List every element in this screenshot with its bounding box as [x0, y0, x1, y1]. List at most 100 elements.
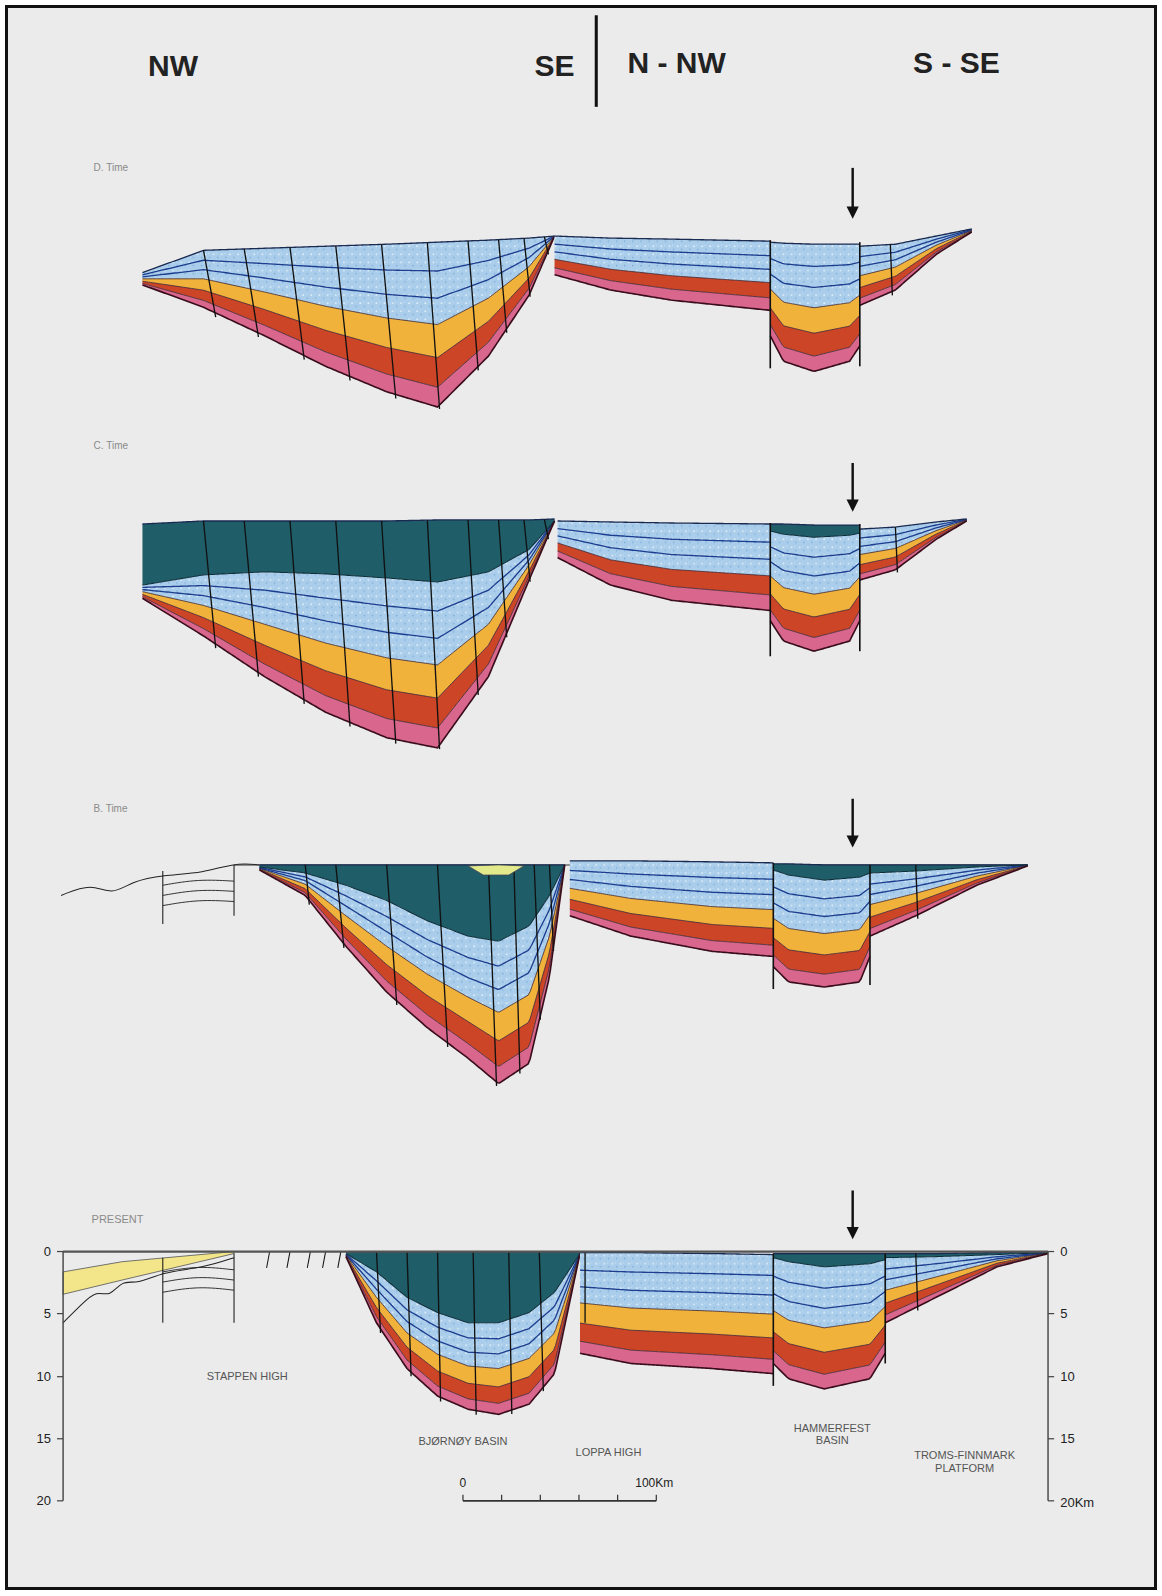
strata-band [558, 551, 771, 611]
blue-horizon [860, 520, 967, 547]
header-divider [595, 15, 598, 107]
band-boundary [885, 1253, 1048, 1314]
strata-band [770, 531, 860, 594]
strata-band [770, 610, 860, 651]
base-outline [860, 521, 967, 580]
base-outline [259, 865, 564, 1083]
fault-line [427, 520, 439, 749]
band-boundary [770, 308, 860, 333]
marker-arrow-head [847, 835, 859, 847]
blue-horizon [555, 252, 771, 270]
base-outline [770, 621, 860, 651]
depth-tick-label: 20Km [1060, 1495, 1094, 1510]
basin-section [555, 236, 771, 310]
strata-band [773, 931, 870, 974]
stage-label: PRESENT [92, 1213, 144, 1226]
depth-tick-label: 0 [1060, 1244, 1067, 1259]
depth-tick-label: 15 [1060, 1431, 1074, 1446]
fault-line [524, 520, 530, 582]
teal-base [773, 870, 870, 880]
blue-horizon [555, 244, 771, 255]
stage-label: B. Time [94, 803, 128, 815]
base-outline [580, 1353, 773, 1373]
blue-horizon [773, 1292, 885, 1309]
strata-band [142, 236, 554, 387]
marker-arrow-shaft [851, 799, 853, 838]
basin-section [770, 242, 860, 371]
fault-line [204, 521, 216, 648]
band-boundary [860, 520, 967, 564]
fault-line [407, 1252, 411, 1377]
band-boundary [142, 521, 554, 728]
basin-section [570, 861, 774, 957]
fault-line [204, 250, 216, 317]
axis-tick [57, 1500, 63, 1501]
strata-band [870, 866, 1028, 936]
blue-horizon [259, 865, 564, 989]
blue-horizon [770, 547, 860, 557]
strata-band [773, 1342, 885, 1389]
stappen-sketch-line [163, 890, 234, 895]
fault-line [859, 242, 861, 366]
strata-band [860, 232, 972, 306]
fault-line [859, 524, 861, 651]
basin-section [142, 519, 554, 749]
depth-tick-label: 10 [36, 1369, 50, 1384]
blue-horizon [142, 521, 554, 638]
fault-line [290, 247, 304, 359]
basin-section [773, 864, 870, 987]
base-outline [570, 916, 774, 957]
stappen-sketch-line [163, 1288, 234, 1292]
fault-line [509, 1252, 512, 1414]
basin-section [580, 1253, 773, 1374]
stage-label: D. Time [94, 162, 128, 174]
axis-tick [1048, 1376, 1054, 1377]
base-outline [346, 1254, 580, 1415]
fault-line [336, 521, 350, 727]
blue-horizon [580, 1270, 773, 1275]
axis-tick [57, 1438, 63, 1439]
fault-line [769, 523, 771, 656]
basin-section [885, 1252, 1048, 1323]
basin-section [770, 524, 860, 651]
band-boundary [580, 1341, 773, 1359]
fault-line [772, 863, 774, 989]
blue-horizon [570, 870, 774, 879]
fault-line [438, 865, 448, 1047]
structure-name: LOPPA HIGH [576, 1446, 642, 1459]
direction-label: SE [535, 49, 575, 84]
fault-line [895, 527, 897, 572]
structure-name: BJØRNØY BASIN [418, 1434, 507, 1447]
fault-line [244, 249, 258, 337]
direction-label: N - NW [627, 46, 725, 81]
depth-tick-label: 5 [44, 1306, 51, 1321]
top-outline [580, 1253, 773, 1255]
strata-band [860, 230, 972, 287]
scale-tick [617, 1495, 618, 1501]
strata-band [770, 325, 860, 372]
fault-line [468, 241, 478, 370]
scale-tick [656, 1495, 657, 1501]
fault-line [544, 237, 548, 254]
top-outline [860, 519, 967, 529]
fault-line [382, 244, 396, 398]
blue-horizon [558, 536, 771, 559]
marker-arrow-head [847, 207, 859, 219]
stappen-fault [234, 865, 235, 916]
strata-band [860, 231, 972, 298]
fault-line [290, 521, 304, 704]
teal-base [346, 1254, 580, 1323]
strata-band [773, 946, 870, 987]
sections-group [57, 15, 1054, 1501]
strata-band [346, 1254, 580, 1415]
blue-horizon [770, 259, 860, 267]
blue-horizon [773, 887, 870, 899]
band-boundary [773, 931, 870, 955]
stappen-sketch-line [163, 1267, 234, 1271]
minor-fault [287, 1252, 290, 1268]
teal-base [259, 865, 564, 941]
band-boundary [770, 610, 860, 637]
fault-line [584, 1253, 585, 1323]
